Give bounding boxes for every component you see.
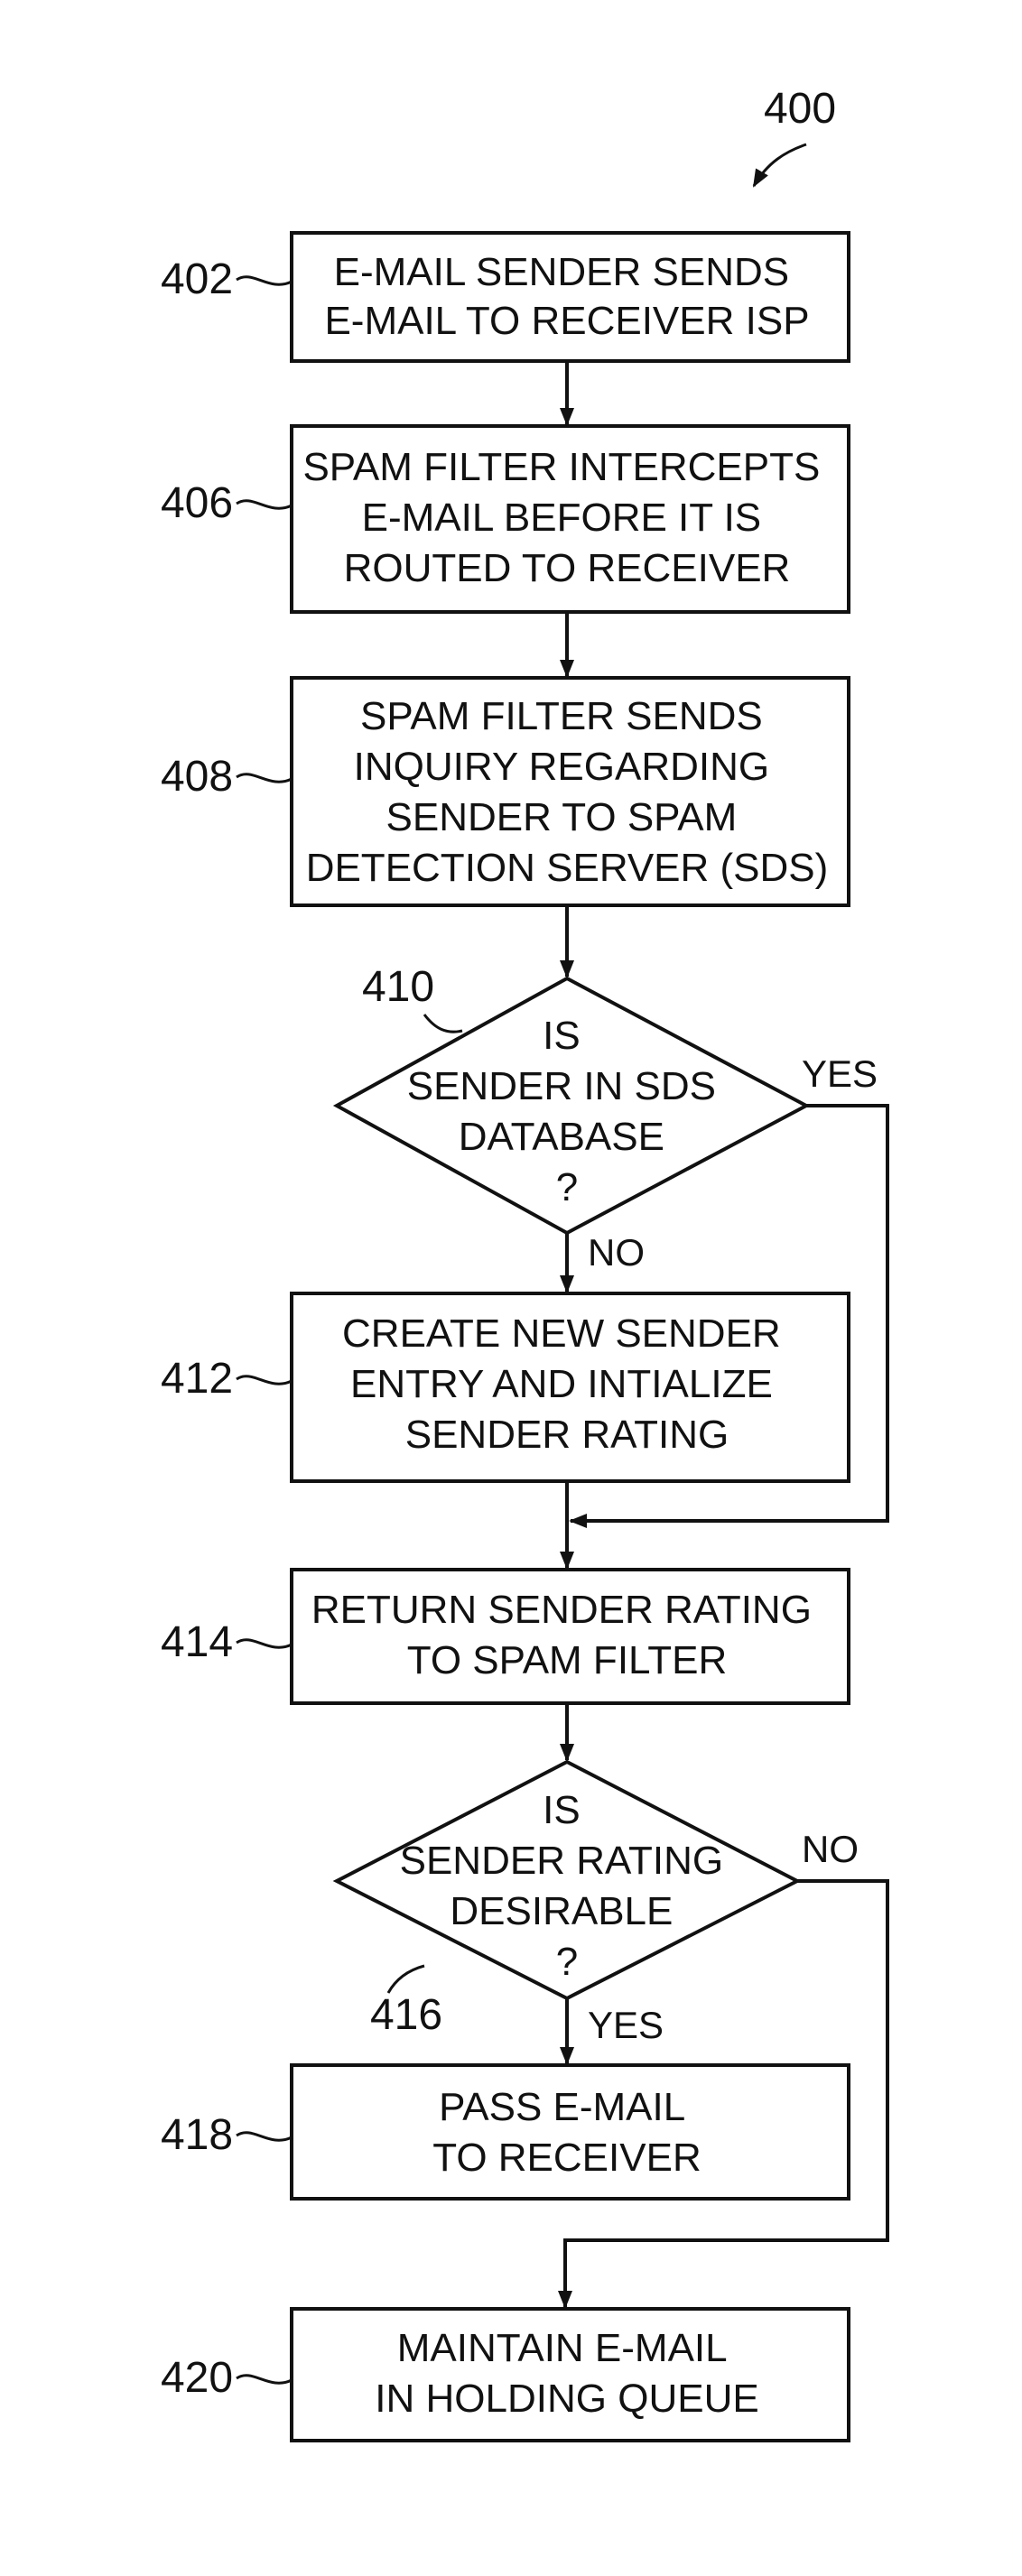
- node-408-line: SENDER TO SPAM: [386, 795, 738, 839]
- ref-406-leader: [236, 499, 293, 510]
- ref-414-leader: [236, 1638, 293, 1649]
- figure-number-arrow: [752, 143, 807, 188]
- ref-414: 414: [161, 1618, 233, 1666]
- ref-418: 418: [161, 2111, 233, 2159]
- edge-label-no-410: NO: [588, 1231, 645, 1274]
- node-420-line: IN HOLDING QUEUE: [375, 2377, 758, 2421]
- node-402-line: E-MAIL TO RECEIVER ISP: [324, 299, 809, 343]
- ref-416: 416: [370, 1991, 442, 2039]
- node-420-label: MAINTAIN E-MAIL IN HOLDING QUEUE: [375, 2326, 758, 2421]
- node-416-label: IS SENDER RATING DESIRABLE ?: [400, 1788, 735, 1984]
- node-414-label: RETURN SENDER RATING TO SPAM FILTER: [311, 1588, 822, 1682]
- edge-label-yes-416: YES: [588, 2004, 664, 2046]
- node-418-line: TO RECEIVER: [432, 2136, 701, 2180]
- node-406-label: SPAM FILTER INTERCEPTS E-MAIL BEFORE IT …: [302, 445, 831, 590]
- node-418-label: PASS E-MAIL TO RECEIVER: [432, 2085, 701, 2180]
- ref-410-leader: [423, 1014, 463, 1033]
- node-416-line: ?: [556, 1940, 578, 1984]
- node-412-line: SENDER RATING: [405, 1413, 729, 1457]
- node-412-line: CREATE NEW SENDER: [342, 1311, 781, 1356]
- node-410-line: SENDER IN SDS: [407, 1064, 716, 1108]
- node-406-line: SPAM FILTER INTERCEPTS: [302, 445, 820, 489]
- figure-number: 400: [764, 85, 836, 133]
- ref-402: 402: [161, 255, 233, 303]
- ref-412: 412: [161, 1355, 233, 1403]
- node-416-line: SENDER RATING: [400, 1839, 724, 1883]
- node-402-box: [290, 231, 850, 363]
- ref-410: 410: [362, 963, 434, 1011]
- node-408-line: SPAM FILTER SENDS: [360, 694, 763, 738]
- ref-408-leader: [236, 773, 293, 783]
- node-410-label: IS SENDER IN SDS DATABASE ?: [407, 1014, 728, 1209]
- node-418-line: PASS E-MAIL: [439, 2085, 685, 2129]
- node-414-line: TO SPAM FILTER: [407, 1638, 728, 1682]
- node-412-box: [290, 1292, 850, 1483]
- edge-416-420-no: [558, 1879, 889, 2309]
- node-408-label: SPAM FILTER SENDS INQUIRY REGARDING SEND…: [306, 694, 829, 890]
- node-410-line: DATABASE: [459, 1115, 664, 1159]
- node-402-line: E-MAIL SENDER SENDS: [334, 250, 789, 294]
- ref-412-leader: [236, 1375, 293, 1385]
- node-412-label: CREATE NEW SENDER ENTRY AND INTIALIZE SE…: [342, 1311, 792, 1457]
- node-414-line: RETURN SENDER RATING: [311, 1588, 812, 1632]
- node-406-line: ROUTED TO RECEIVER: [344, 546, 791, 590]
- node-406-line: E-MAIL BEFORE IT IS: [362, 496, 762, 540]
- edge-410-414-yes: [569, 1104, 889, 1528]
- ref-420: 420: [161, 2354, 233, 2402]
- ref-420-leader: [236, 2374, 293, 2385]
- ref-418-leader: [236, 2131, 293, 2142]
- node-416-line: DESIRABLE: [450, 1889, 673, 1933]
- node-408-line: DETECTION SERVER (SDS): [306, 846, 829, 890]
- node-416-line: IS: [543, 1788, 581, 1832]
- node-420-box: [290, 2307, 850, 2442]
- node-402-label: E-MAIL SENDER SENDS E-MAIL TO RECEIVER I…: [324, 250, 809, 343]
- node-408-box: [290, 676, 850, 907]
- node-414-box: [290, 1568, 850, 1705]
- node-410-line: IS: [543, 1014, 581, 1058]
- ref-408: 408: [161, 753, 233, 801]
- node-418-box: [290, 2063, 850, 2201]
- edge-label-no-416: NO: [802, 1828, 859, 1870]
- node-412-line: ENTRY AND INTIALIZE: [350, 1362, 773, 1406]
- node-420-line: MAINTAIN E-MAIL: [397, 2326, 727, 2370]
- ref-402-leader: [236, 275, 293, 286]
- node-410-line: ?: [556, 1165, 578, 1209]
- edge-label-yes-410: YES: [802, 1052, 878, 1095]
- ref-416-leader: [386, 1964, 425, 1994]
- node-406-box: [290, 424, 850, 614]
- node-408-line: INQUIRY REGARDING: [354, 745, 769, 789]
- ref-406: 406: [161, 479, 233, 527]
